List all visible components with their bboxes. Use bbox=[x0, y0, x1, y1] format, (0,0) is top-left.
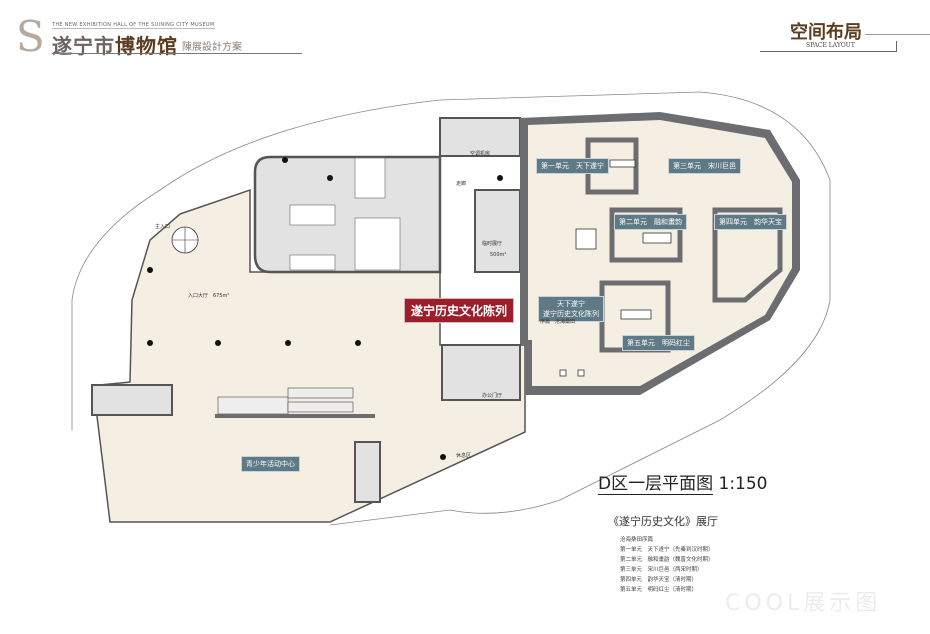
intro-label-line1: 天下遂宁 bbox=[557, 300, 585, 308]
watermark: COOL展示图 bbox=[725, 591, 882, 616]
unit-1-label: 第一单元 天下遂宁 bbox=[536, 158, 609, 174]
legend-item: 沧海桑田序篇 bbox=[620, 537, 654, 543]
service-block bbox=[253, 155, 442, 274]
section-divider bbox=[865, 34, 930, 35]
logo-city: 遂宁市 bbox=[52, 34, 115, 58]
temp-hall-area: 500m² bbox=[490, 252, 507, 258]
plan-scale: 1:150 bbox=[718, 474, 768, 494]
logo-divider bbox=[52, 53, 302, 54]
legend-item: 第五单元 明码红尘（清时期） bbox=[620, 587, 698, 593]
rest-area-label: 休息区 bbox=[456, 453, 472, 459]
logo-letter: S bbox=[16, 12, 45, 61]
legend-item: 第三单元 宋川巨邑（两宋时期） bbox=[620, 567, 703, 573]
section-subtitle: SPACE LAYOUT bbox=[806, 42, 855, 49]
section-divider bbox=[896, 41, 897, 52]
logo-museum: 博物馆 bbox=[115, 34, 178, 58]
legend-item: 第二单元 融和畫韵（魏晋文化时期） bbox=[620, 557, 714, 563]
unit-2-label: 第二单元 融和畫韵 bbox=[614, 214, 687, 230]
intro-sub-label: 序篇 沧海桑田 bbox=[540, 319, 576, 325]
site-outline bbox=[71, 91, 831, 526]
entrance-label: 主入口 bbox=[155, 224, 171, 230]
main-exhibition-label: 遂宁历史文化陈列 bbox=[404, 298, 515, 323]
plan-name: D区一层平面图 bbox=[598, 474, 714, 495]
legend: 沧海桑田序篇 第一单元 天下遂宁（先秦到汉时期） 第二单元 融和畫韵（魏晋文化时… bbox=[620, 535, 714, 595]
section-title: 空间布局 bbox=[790, 22, 862, 43]
plan-title: D区一层平面图 1:150 bbox=[598, 469, 768, 495]
storage-label: 空调机房 bbox=[470, 151, 491, 157]
toilets bbox=[289, 157, 401, 271]
legend-item: 第一单元 天下遂宁（先秦到汉时期） bbox=[620, 547, 714, 553]
columns bbox=[147, 157, 503, 460]
office-lobby-label: 办公门厅 bbox=[482, 393, 503, 399]
logo-title: 遂宁市博物馆 bbox=[52, 30, 178, 59]
section-divider bbox=[760, 51, 897, 52]
office-lobby bbox=[441, 344, 521, 401]
lobby-label: 入口大厅 675m² bbox=[188, 293, 230, 299]
unit-5-label: 第五单元 明码红尘 bbox=[622, 335, 695, 351]
logo-english: THE NEW EXHIBITION HALL OF THE SUINING C… bbox=[52, 22, 215, 29]
temp-hall-label: 临时展厅 bbox=[482, 241, 503, 247]
youth-center-label: 青少年活动中心 bbox=[241, 456, 300, 472]
intro-label-line2: 遂宁历史文化陈列 bbox=[543, 310, 599, 318]
unit-3-label: 第三单元 宋川巨邑 bbox=[668, 158, 741, 174]
escalator bbox=[217, 387, 354, 415]
corridor-label: 走廊 bbox=[456, 181, 467, 187]
logo-subtitle: 陳展設計方案 bbox=[182, 42, 242, 53]
unit-4-label: 第四单元 韵华天宝 bbox=[714, 214, 787, 230]
wall bbox=[215, 414, 375, 418]
stair-block bbox=[354, 441, 381, 503]
display-cases bbox=[559, 159, 672, 377]
hall-title: 《遂宁历史文化》展厅 bbox=[608, 515, 718, 528]
stair-block bbox=[91, 384, 173, 416]
temp-hall bbox=[474, 189, 521, 273]
intro-label: 天下遂宁遂宁历史文化陈列 bbox=[538, 296, 604, 322]
legend-item: 第四单元 韵华天宝（清时期） bbox=[620, 577, 698, 583]
